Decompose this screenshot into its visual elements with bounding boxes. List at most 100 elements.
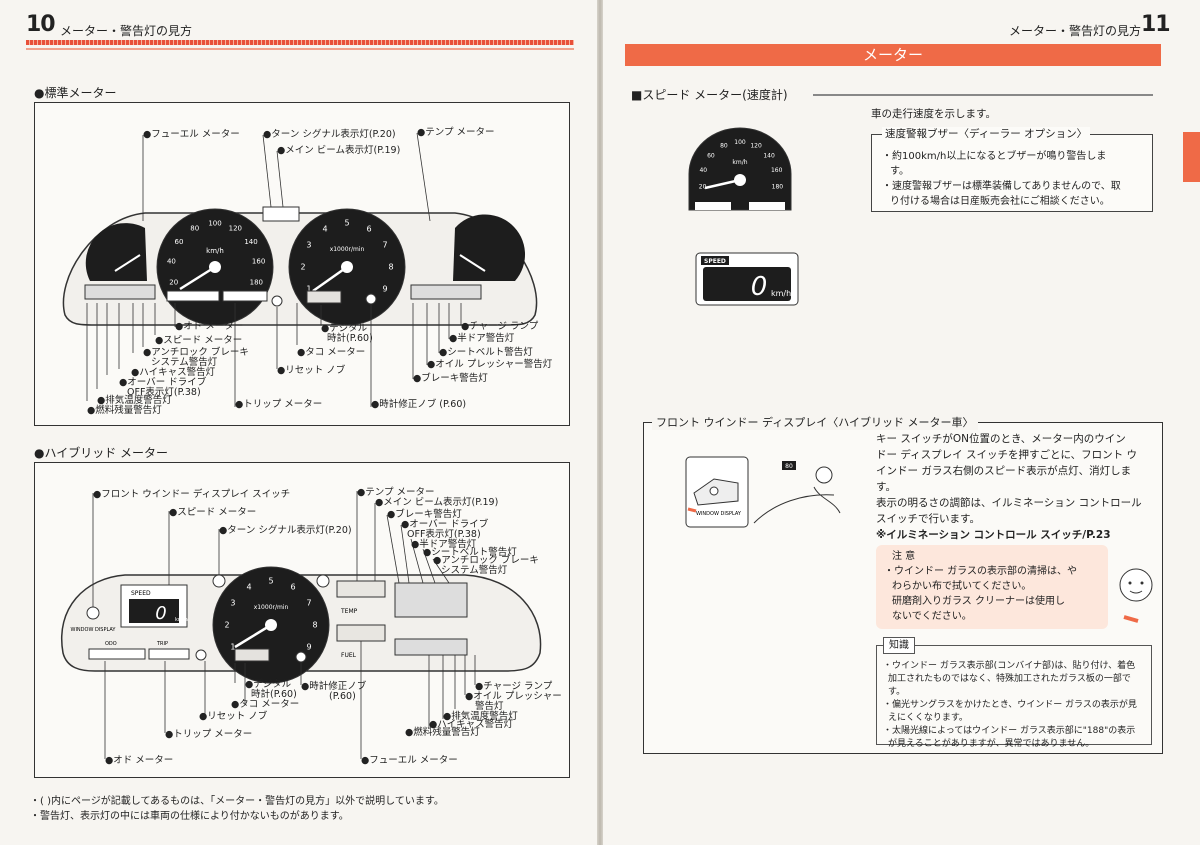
std-label-fuel-meter: ●フューエル メーター [143, 129, 240, 140]
std-label-digital-clock: ●デジタル [321, 323, 368, 334]
digital-speed-unit: km/h [771, 289, 791, 298]
std-label-abs-2: システム警告灯 [151, 357, 218, 368]
knowledge-title: 知識 [883, 637, 915, 654]
hyb-label-odo-meter: ●オド メーター [105, 755, 174, 766]
hybrid-meter-label: ●ハイブリッド メーター [34, 446, 169, 460]
hyb-label-abs-2: システム警告灯 [441, 565, 508, 576]
std-label-brake: ●ブレーキ警告灯 [413, 373, 488, 384]
caution-line-1: ・ウインドー ガラスの表示部の清掃は、や [884, 566, 1077, 577]
std-speed-tick-120: 120 [229, 224, 242, 232]
digital-speed-label: SPEED [704, 258, 726, 265]
window-display-ref: ※イルミネーション コントロール スイッチ/P.23 [876, 529, 1111, 541]
speed-buzzer-line-2: す。 [890, 166, 909, 177]
window-display-line-2: ドー ディスプレイ スイッチを押すごとに、フロント ウ [876, 449, 1137, 461]
std-rpm-tick-4: 4 [322, 225, 327, 234]
window-display-illustration: WINDOW DISPLAY 80 [685, 456, 841, 528]
std-speed-tick-160: 160 [252, 258, 265, 266]
right-speed-tick-180: 180 [772, 184, 784, 191]
hyb-rpm-tick-5: 5 [268, 577, 273, 586]
hyb-speed-text: SPEED [131, 590, 151, 597]
right-speed-tick-100: 100 [734, 139, 746, 146]
std-speed-tick-100: 100 [208, 219, 221, 227]
std-speed-tick-40: 40 [167, 258, 176, 266]
hyb-label-window-display: ●フロント ウインドー ディスプレイ スイッチ [93, 489, 291, 500]
right-speed-tick-140: 140 [763, 153, 775, 160]
right-speed-tick-40: 40 [699, 167, 707, 174]
std-label-speed-meter: ●スピード メーター [155, 335, 243, 346]
hyb-rpm-tick-8: 8 [312, 621, 317, 630]
hyb-label-overdrive-2: OFF表示灯(P.38) [407, 529, 481, 540]
std-speed-tick-60: 60 [175, 238, 184, 246]
std-label-trip-meter: ●トリップ メーター [235, 399, 323, 410]
caution-line-3: 研磨剤入りガラス クリーナーは使用し [892, 596, 1065, 607]
hyb-label-brake: ●ブレーキ警告灯 [387, 509, 462, 520]
header-title-right: メーター・警告灯の見方 [1009, 24, 1142, 38]
hyb-rpm-tick-3: 3 [230, 599, 235, 608]
hyb-label-high-cast: ●ハイキャス警告灯 [429, 719, 514, 730]
hyb-label-fuel-meter: ●フューエル メーター [361, 755, 458, 766]
speed-buzzer-title: 速度警報ブザー〈ディーラー オプション〉 [882, 127, 1091, 142]
std-label-half-door: ●半ドア警告灯 [449, 333, 515, 344]
hyb-window-display-text: WINDOW DISPLAY [71, 627, 117, 633]
header-rule-left-2 [26, 48, 574, 50]
caution-line-2: わらかい布で拭いてください。 [892, 581, 1032, 592]
hyb-label-oil: ●オイル プレッシャー [465, 691, 562, 702]
right-speed-tick-20: 20 [699, 184, 707, 191]
std-rpm-unit: x1000r/min [330, 246, 365, 253]
knowledge-line-5: えにくくなります。 [888, 713, 968, 723]
std-rpm-tick-5: 5 [344, 219, 349, 228]
right-speed-tick-60: 60 [707, 153, 715, 160]
std-rpm-tick-3: 3 [306, 241, 311, 250]
speedometer-description: 車の走行速度を示します。 [871, 108, 996, 120]
hyb-label-digital-clock: ●デジタル [245, 679, 292, 690]
knowledge-line-6: ・太陽光線によってはウインドー ガラス表示部に"188"の表示 [883, 726, 1136, 736]
std-speed-tick-140: 140 [244, 238, 257, 246]
std-label-overdrive: ●オーバー ドライブ [119, 377, 207, 388]
window-display-line-6: スイッチで行います。 [876, 513, 980, 525]
hyb-label-overdrive: ●オーバー ドライブ [401, 519, 489, 530]
std-rpm-tick-1: 1 [306, 285, 311, 294]
header-rule-left [26, 40, 574, 45]
std-speed-unit: km/h [206, 247, 224, 255]
hyb-rpm-tick-2: 2 [224, 621, 229, 630]
caution-line-4: ないでください。 [892, 611, 972, 622]
hyb-rpm-tick-4: 4 [246, 583, 251, 592]
meter-banner: メーター [625, 44, 1161, 66]
hyb-temp-text: TEMP [340, 608, 358, 615]
std-label-charge: ●チャージ ランプ [461, 321, 539, 332]
hyb-odo-text: ODO [105, 641, 117, 647]
hyb-rpm-tick-6: 6 [290, 583, 295, 592]
window-display-title: フロント ウインドー ディスプレイ〈ハイブリッド メーター車〉 [652, 414, 978, 430]
std-label-exhaust: ●排気温度警告灯 [97, 395, 172, 406]
hyb-rpm-tick-9: 9 [307, 643, 312, 652]
window-display-line-3: インドー ガラス右側のスピード表示が点灯、消灯しま [876, 465, 1132, 477]
std-label-main-beam: ●メイン ビーム表示灯(P.19) [277, 145, 401, 156]
hyb-trip-text: TRIP [156, 641, 168, 647]
knowledge-box: 知識 ・ウインドー ガラス表示部(コンバイナ部)は、貼り付け、着色 加工されたも… [876, 637, 1152, 749]
hyb-label-digital-clock-2: 時計(P.60) [251, 689, 297, 700]
hyb-fuel-text: FUEL [341, 652, 357, 659]
speed-buzzer-line-3: ・速度警報ブザーは標準装備してありませんので、取 [882, 181, 1121, 192]
right-speed-tick-160: 160 [771, 167, 783, 174]
chapter-tab [1183, 132, 1200, 182]
knowledge-line-1: ・ウインドー ガラス表示部(コンバイナ部)は、貼り付け、着色 [883, 661, 1136, 671]
footnote-2: ・警告灯、表示灯の中には車両の仕様により付かないものがあります。 [30, 811, 349, 822]
header-title-left: メーター・警告灯の見方 [60, 24, 193, 38]
std-label-clock-adjust: ●時計修正ノブ (P.60) [371, 399, 467, 410]
hyb-label-clock-adjust-2: (P.60) [329, 691, 356, 702]
caution-box: 注 意 ・ウインドー ガラスの表示部の清掃は、や わらかい布で拭いてください。 … [876, 545, 1108, 629]
hybrid-meter-diagram: WINDOW DISPLAY SPEED 0 km/h x1000r/min 1… [61, 491, 542, 759]
speed-buzzer-line-4: り付ける場合は日産販売会社にご相談ください。 [890, 196, 1110, 207]
caution-mascot-illustration [1119, 568, 1153, 623]
speed-buzzer-line-1: ・約100km/h以上になるとブザーが鳴り警告しま [882, 151, 1107, 162]
digital-speedometer-illustration: SPEED 0 km/h [695, 252, 799, 306]
knowledge-line-2: 加工されたものではなく、特殊加工されたガラス板の一部で [888, 674, 1131, 684]
std-label-reset-knob: ●リセット ノブ [277, 365, 346, 376]
page-number-left: 10 [26, 12, 56, 37]
book-gutter [597, 0, 603, 845]
